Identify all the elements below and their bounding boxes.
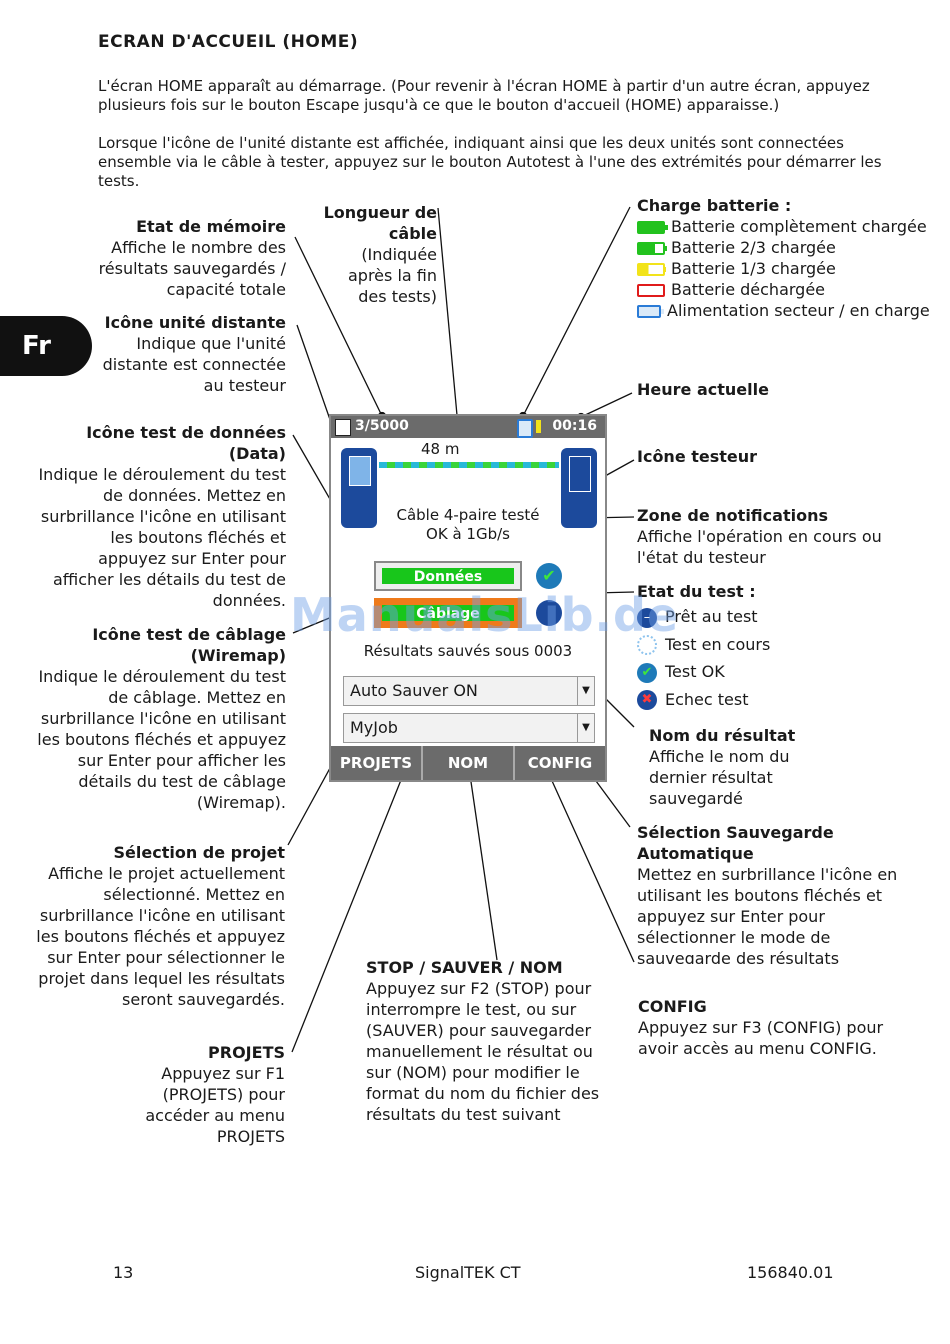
document-code: 156840.01 — [747, 1263, 834, 1282]
page-title: ECRAN D'ACCUEIL (HOME) — [98, 32, 359, 52]
battery-full-row: Batterie complètement chargée — [637, 216, 937, 237]
memory-card-icon — [335, 419, 351, 436]
f1-projets-button[interactable]: PROJETS — [331, 746, 423, 780]
wiremap-test-button[interactable]: Câblage — [374, 598, 522, 628]
fail-x-icon: ✖ — [637, 690, 657, 710]
clock-time: 00:16 — [552, 418, 597, 434]
battery-mains-row: Alimentation secteur / en charge — [637, 300, 937, 321]
cable-length: 48 m — [421, 440, 460, 458]
label-test-state: Etat du test : –Prêt au test Test en cou… — [637, 581, 897, 710]
label-tester-icon: Icône testeur — [637, 447, 758, 466]
label-wiremap-test: Icône test de câblage (Wiremap)Indique l… — [37, 625, 286, 812]
remote-unit-icon — [517, 419, 533, 438]
product-name: SignalTEK CT — [415, 1263, 521, 1282]
data-test-button[interactable]: Données — [374, 561, 522, 591]
state-ready-row: –Prêt au test — [637, 606, 897, 628]
page-number: 13 — [113, 1263, 134, 1282]
state-ok-row: ✔Test OK — [637, 661, 897, 683]
device-screen: 3/5000 00:16 48 m Câble 4-paire testé OK… — [329, 414, 607, 782]
cable-graphic — [379, 462, 559, 468]
function-key-bar: PROJETS NOM CONFIG — [331, 746, 605, 780]
wiremap-status-icon — [536, 600, 562, 626]
label-data-test: Icône test de données (Data)Indique le d… — [38, 423, 286, 610]
watermark: ManualsLib.de — [290, 588, 680, 642]
ok-check-icon: ✔ — [637, 662, 657, 683]
battery-full-icon — [637, 221, 668, 234]
tester-unit-graphic — [561, 448, 597, 528]
saved-result-text: Résultats sauvés sous 0003 — [363, 642, 573, 660]
battery-two-thirds-icon — [637, 242, 668, 255]
battery-two-thirds-row: Batterie 2/3 chargée — [637, 237, 937, 258]
battery-one-third-icon — [637, 263, 668, 276]
battery-empty-icon — [637, 284, 668, 297]
label-current-time: Heure actuelle — [637, 380, 769, 399]
chevron-down-icon: ▼ — [577, 677, 594, 705]
language-tab: Fr — [0, 316, 92, 376]
label-battery: Charge batterie : Batterie complètement … — [637, 195, 937, 321]
project-select[interactable]: MyJob▼ — [343, 713, 595, 743]
label-cable-length: Longueur de câble(Indiquée après la fin … — [323, 203, 437, 306]
running-icon — [637, 635, 657, 655]
ready-icon: – — [637, 607, 657, 628]
intro-paragraph-1: L'écran HOME apparaît au démarrage. (Pou… — [98, 77, 870, 114]
battery-empty-row: Batterie déchargée — [637, 279, 937, 300]
memory-count: 3/5000 — [355, 418, 409, 434]
notification-line-2: OK à 1Gb/s — [426, 525, 510, 543]
autosave-select[interactable]: Auto Sauver ON▼ — [343, 676, 595, 706]
f2-nom-button[interactable]: NOM — [423, 746, 515, 780]
state-running-row: Test en cours — [637, 634, 897, 655]
intro-paragraph-2: Lorsque l'icône de l'unité distante est … — [98, 134, 882, 190]
remote-unit-graphic — [341, 448, 377, 528]
status-bar: 3/5000 00:16 — [331, 416, 605, 438]
chevron-down-icon: ▼ — [577, 714, 594, 742]
notification-line-1: Câble 4-paire testé — [396, 506, 540, 524]
mains-power-icon — [637, 305, 664, 318]
data-status-ok-icon: ✔ — [536, 563, 562, 589]
battery-one-third-row: Batterie 1/3 chargée — [637, 258, 937, 279]
battery-status-icon — [536, 420, 541, 433]
f3-config-button[interactable]: CONFIG — [527, 754, 593, 772]
state-fail-row: ✖Echec test — [637, 689, 897, 710]
